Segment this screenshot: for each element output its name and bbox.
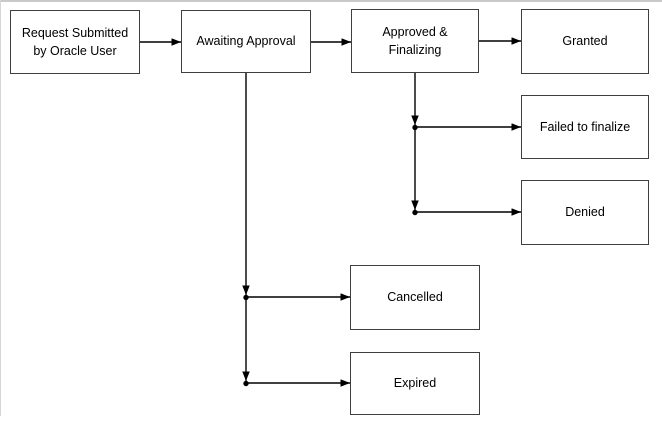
node-denied: Denied (521, 180, 649, 245)
node-request: Request Submitted by Oracle User (10, 10, 140, 74)
frame-border-left (0, 0, 1, 416)
node-awaiting: Awaiting Approval (181, 10, 311, 73)
node-expired: Expired (350, 352, 480, 415)
node-granted: Granted (521, 9, 649, 74)
frame-border-top (0, 0, 662, 2)
node-cancelled: Cancelled (350, 265, 480, 330)
node-approved: Approved & Finalizing (351, 9, 479, 73)
node-failed: Failed to finalize (521, 95, 649, 159)
